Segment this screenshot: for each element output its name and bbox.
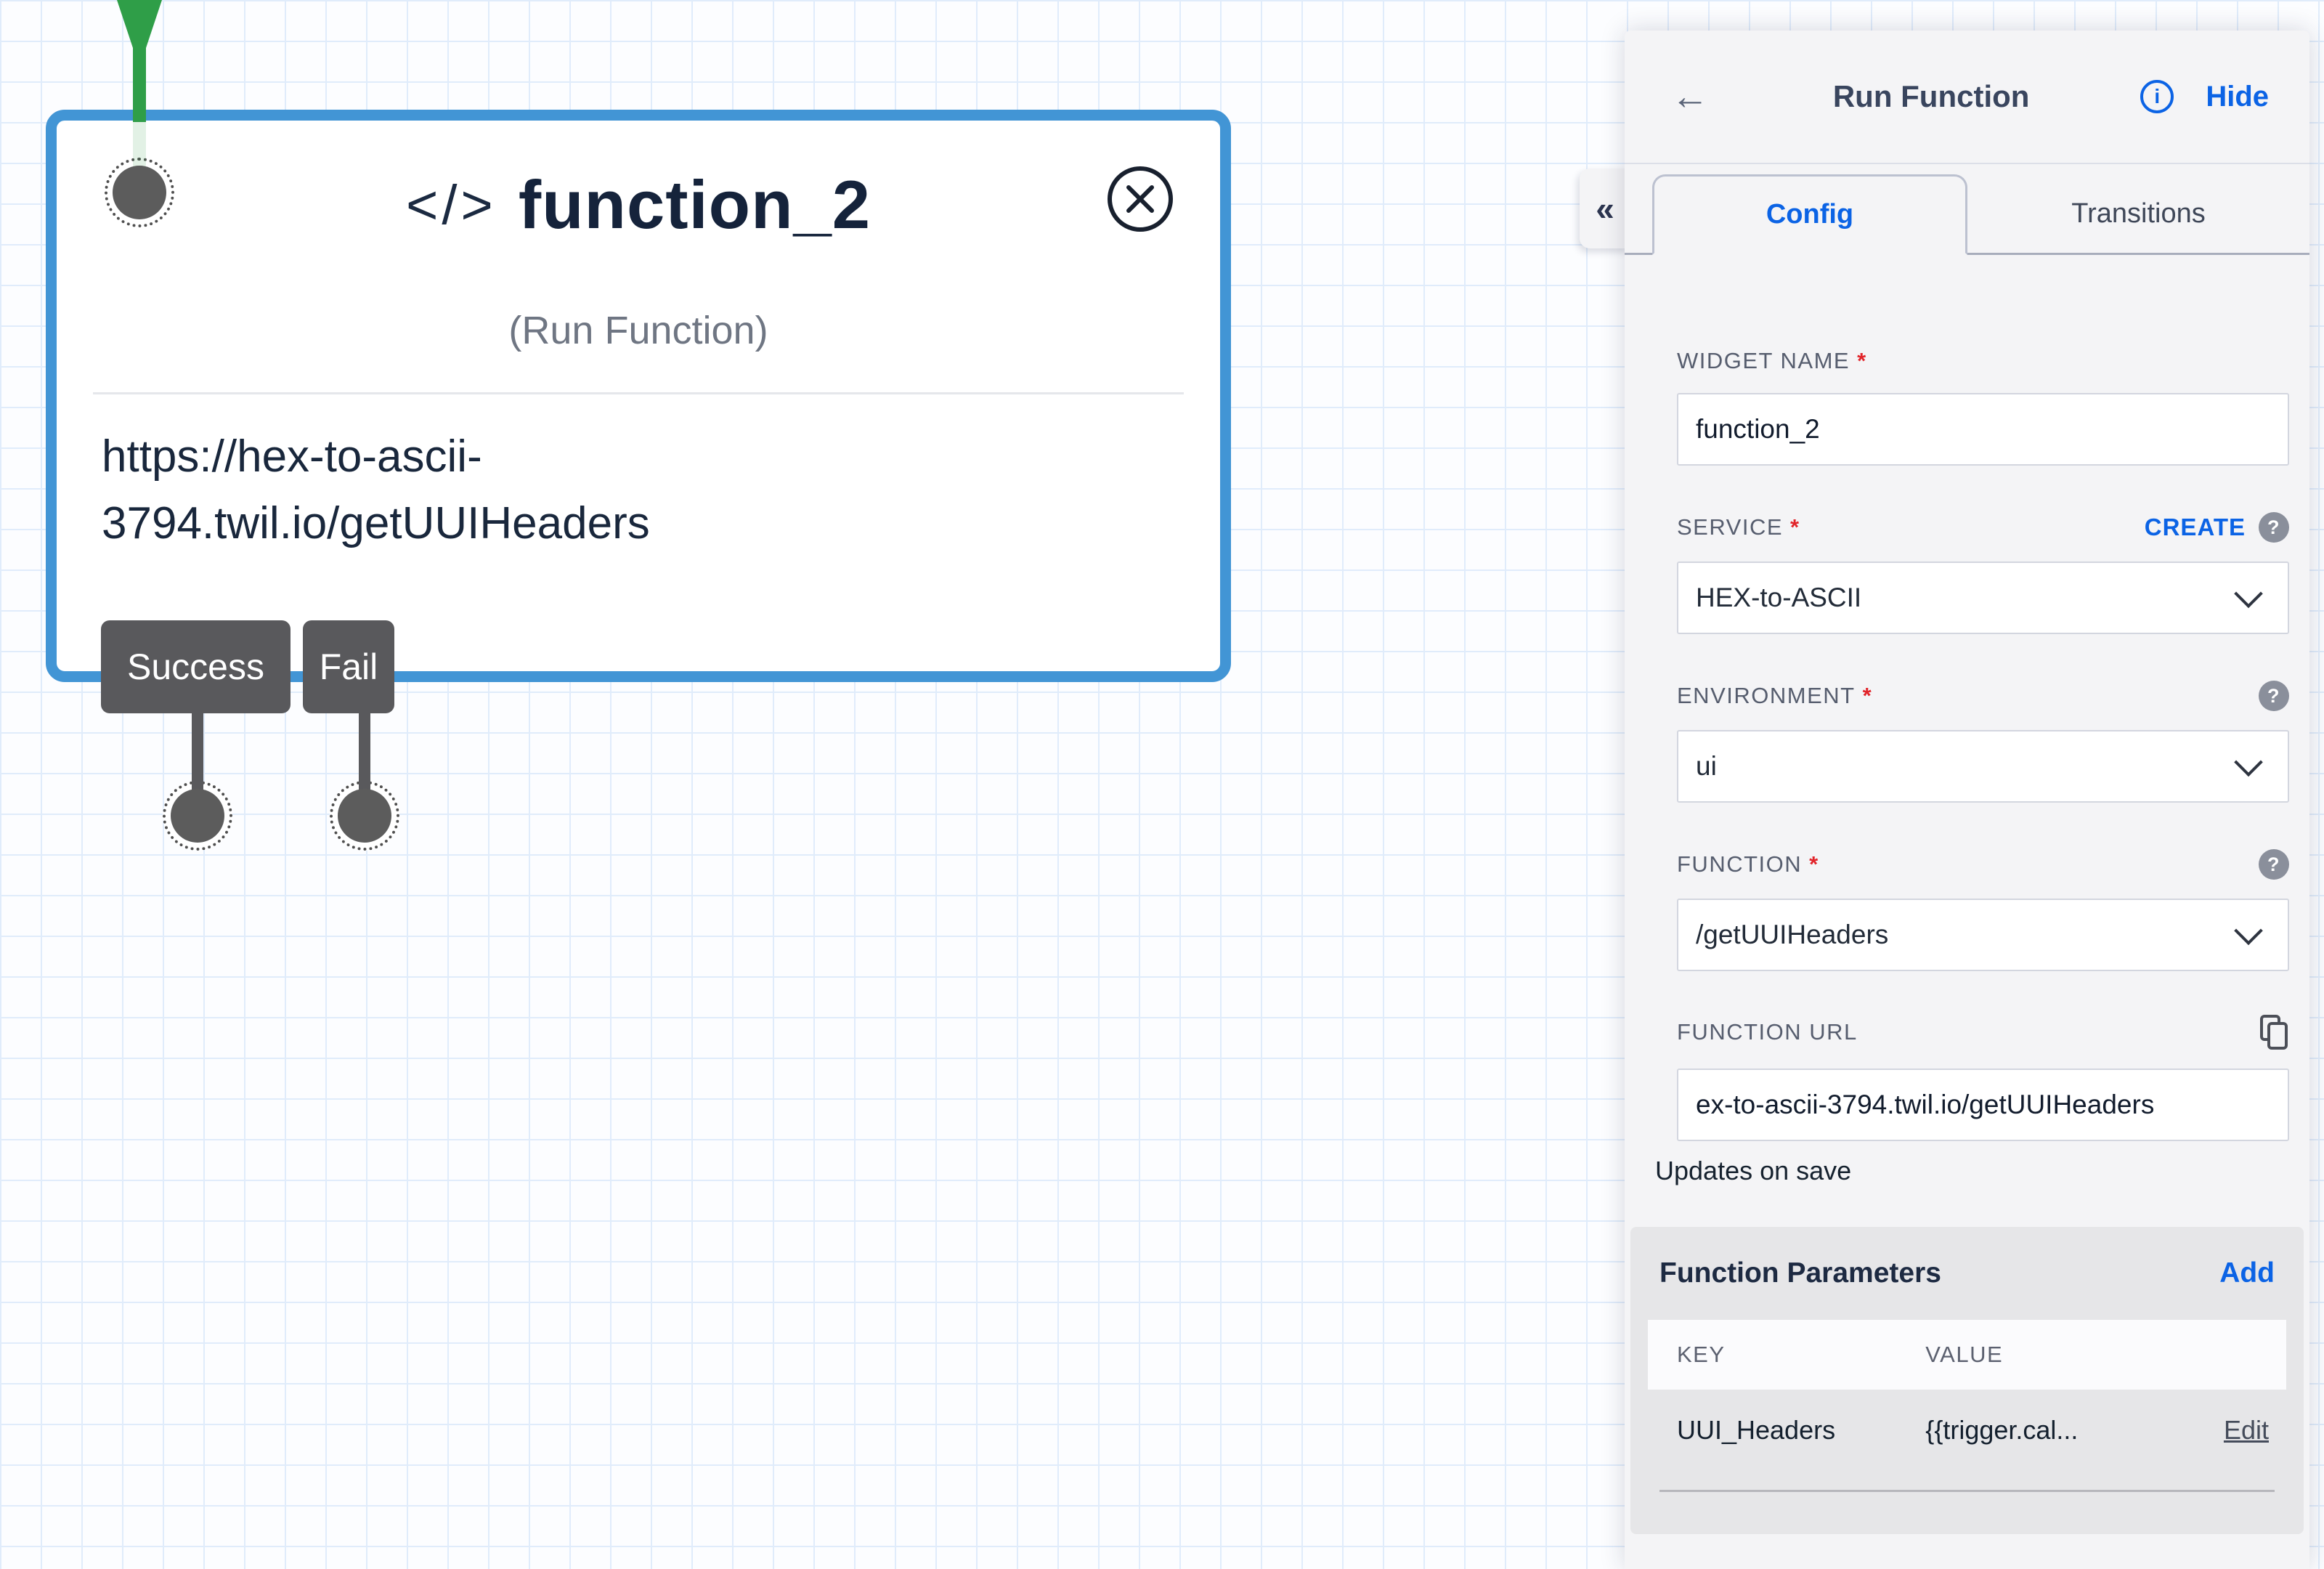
function-url-label: FUNCTION URL <box>1677 1019 1858 1045</box>
widget-title: function_2 <box>518 166 871 243</box>
function-url-label-row: FUNCTION URL <box>1677 1015 2289 1050</box>
chevron-down-icon <box>2234 916 2263 946</box>
service-label: SERVICE <box>1677 514 1784 540</box>
panel-title: Run Function <box>1832 79 2030 113</box>
widget-name-label: WIDGET NAME <box>1677 348 1850 373</box>
copy-icon[interactable] <box>2260 1015 2289 1050</box>
panel-header: ← Run Function i Hide <box>1625 31 2309 164</box>
hide-button[interactable]: Hide <box>2206 80 2269 113</box>
parameters-divider <box>1659 1490 2275 1492</box>
environment-label-row: ENVIRONMENT * ? <box>1677 681 2289 711</box>
function-label-row: FUNCTION * ? <box>1677 849 2289 880</box>
updates-on-save-note: Updates on save <box>1655 1156 1852 1185</box>
transition-fail-button[interactable]: Fail <box>303 620 394 713</box>
parameters-table-header: KEY VALUE <box>1648 1320 2286 1390</box>
required-asterisk: * <box>1790 514 1800 540</box>
fail-output-connector-dot[interactable] <box>338 789 391 843</box>
fail-connector-stem <box>359 712 370 792</box>
parameter-value: {{trigger.cal... <box>1925 1415 2079 1445</box>
back-icon[interactable]: ← <box>1671 76 1709 118</box>
success-output-connector-dot[interactable] <box>171 789 224 843</box>
service-help-icon[interactable]: ? <box>2259 512 2289 543</box>
function-label: FUNCTION <box>1677 851 1803 877</box>
incoming-connector-line <box>117 0 162 169</box>
service-label-row: SERVICE * CREATE ? <box>1677 512 2289 543</box>
environment-help-icon[interactable]: ? <box>2259 681 2289 711</box>
parameter-row: UUI_Headers {{trigger.cal... Edit <box>1648 1390 2286 1471</box>
panel-tabbar: Config Transitions <box>1625 174 2309 255</box>
info-icon[interactable]: i <box>2140 80 2174 113</box>
widget-name-input[interactable] <box>1677 393 2289 466</box>
value-column-header: VALUE <box>1925 1342 2004 1367</box>
required-asterisk: * <box>1857 348 1867 373</box>
widget-name-label-row: WIDGET NAME * <box>1677 348 2289 374</box>
widget-config-panel: ← Run Function i Hide Config Transitions… <box>1625 31 2309 1569</box>
function-select-value: /getUUIHeaders <box>1696 920 1889 949</box>
panel-collapse-button[interactable]: « <box>1580 169 1630 248</box>
run-function-code-icon: </> <box>405 174 497 236</box>
edit-parameter-link[interactable]: Edit <box>2223 1415 2269 1445</box>
environment-label: ENVIRONMENT <box>1677 683 1856 708</box>
chevron-down-icon <box>2234 747 2263 777</box>
key-column-header: KEY <box>1677 1342 1726 1367</box>
close-icon[interactable] <box>1105 164 1175 234</box>
function-help-icon[interactable]: ? <box>2259 849 2289 880</box>
widget-title-row: </> function_2 <box>57 166 1220 244</box>
tab-transitions[interactable]: Transitions <box>2071 198 2206 229</box>
tab-config[interactable]: Config <box>1652 174 1967 255</box>
success-connector-stem <box>192 712 203 792</box>
service-select-value: HEX-to-ASCII <box>1696 583 1862 612</box>
environment-select-value: ui <box>1696 751 1717 781</box>
function-url-input[interactable] <box>1677 1069 2289 1141</box>
widget-function-2[interactable]: </> function_2 (Run Function) https://he… <box>46 110 1231 682</box>
transition-success-button[interactable]: Success <box>101 620 290 713</box>
function-parameters-title: Function Parameters <box>1659 1257 1941 1289</box>
environment-select[interactable]: ui <box>1677 730 2289 803</box>
widget-input-connector-dot[interactable] <box>113 166 166 219</box>
chevron-down-icon <box>2234 579 2263 609</box>
add-parameter-button[interactable]: Add <box>2219 1257 2275 1289</box>
create-service-link[interactable]: CREATE <box>2144 514 2246 540</box>
service-select[interactable]: HEX-to-ASCII <box>1677 561 2289 634</box>
widget-divider <box>93 392 1184 394</box>
required-asterisk: * <box>1862 683 1873 708</box>
function-select[interactable]: /getUUIHeaders <box>1677 899 2289 971</box>
function-parameters-card: Function Parameters Add KEY VALUE UUI_He… <box>1630 1227 2304 1534</box>
panel-content: WIDGET NAME * SERVICE * CREATE ? HEX-to-… <box>1625 255 2309 1534</box>
widget-type-label: (Run Function) <box>508 309 768 352</box>
widget-function-url: https://hex-to-ascii-3794.twil.io/getUUI… <box>102 431 650 548</box>
parameter-key: UUI_Headers <box>1677 1415 1836 1445</box>
required-asterisk: * <box>1809 851 1819 877</box>
